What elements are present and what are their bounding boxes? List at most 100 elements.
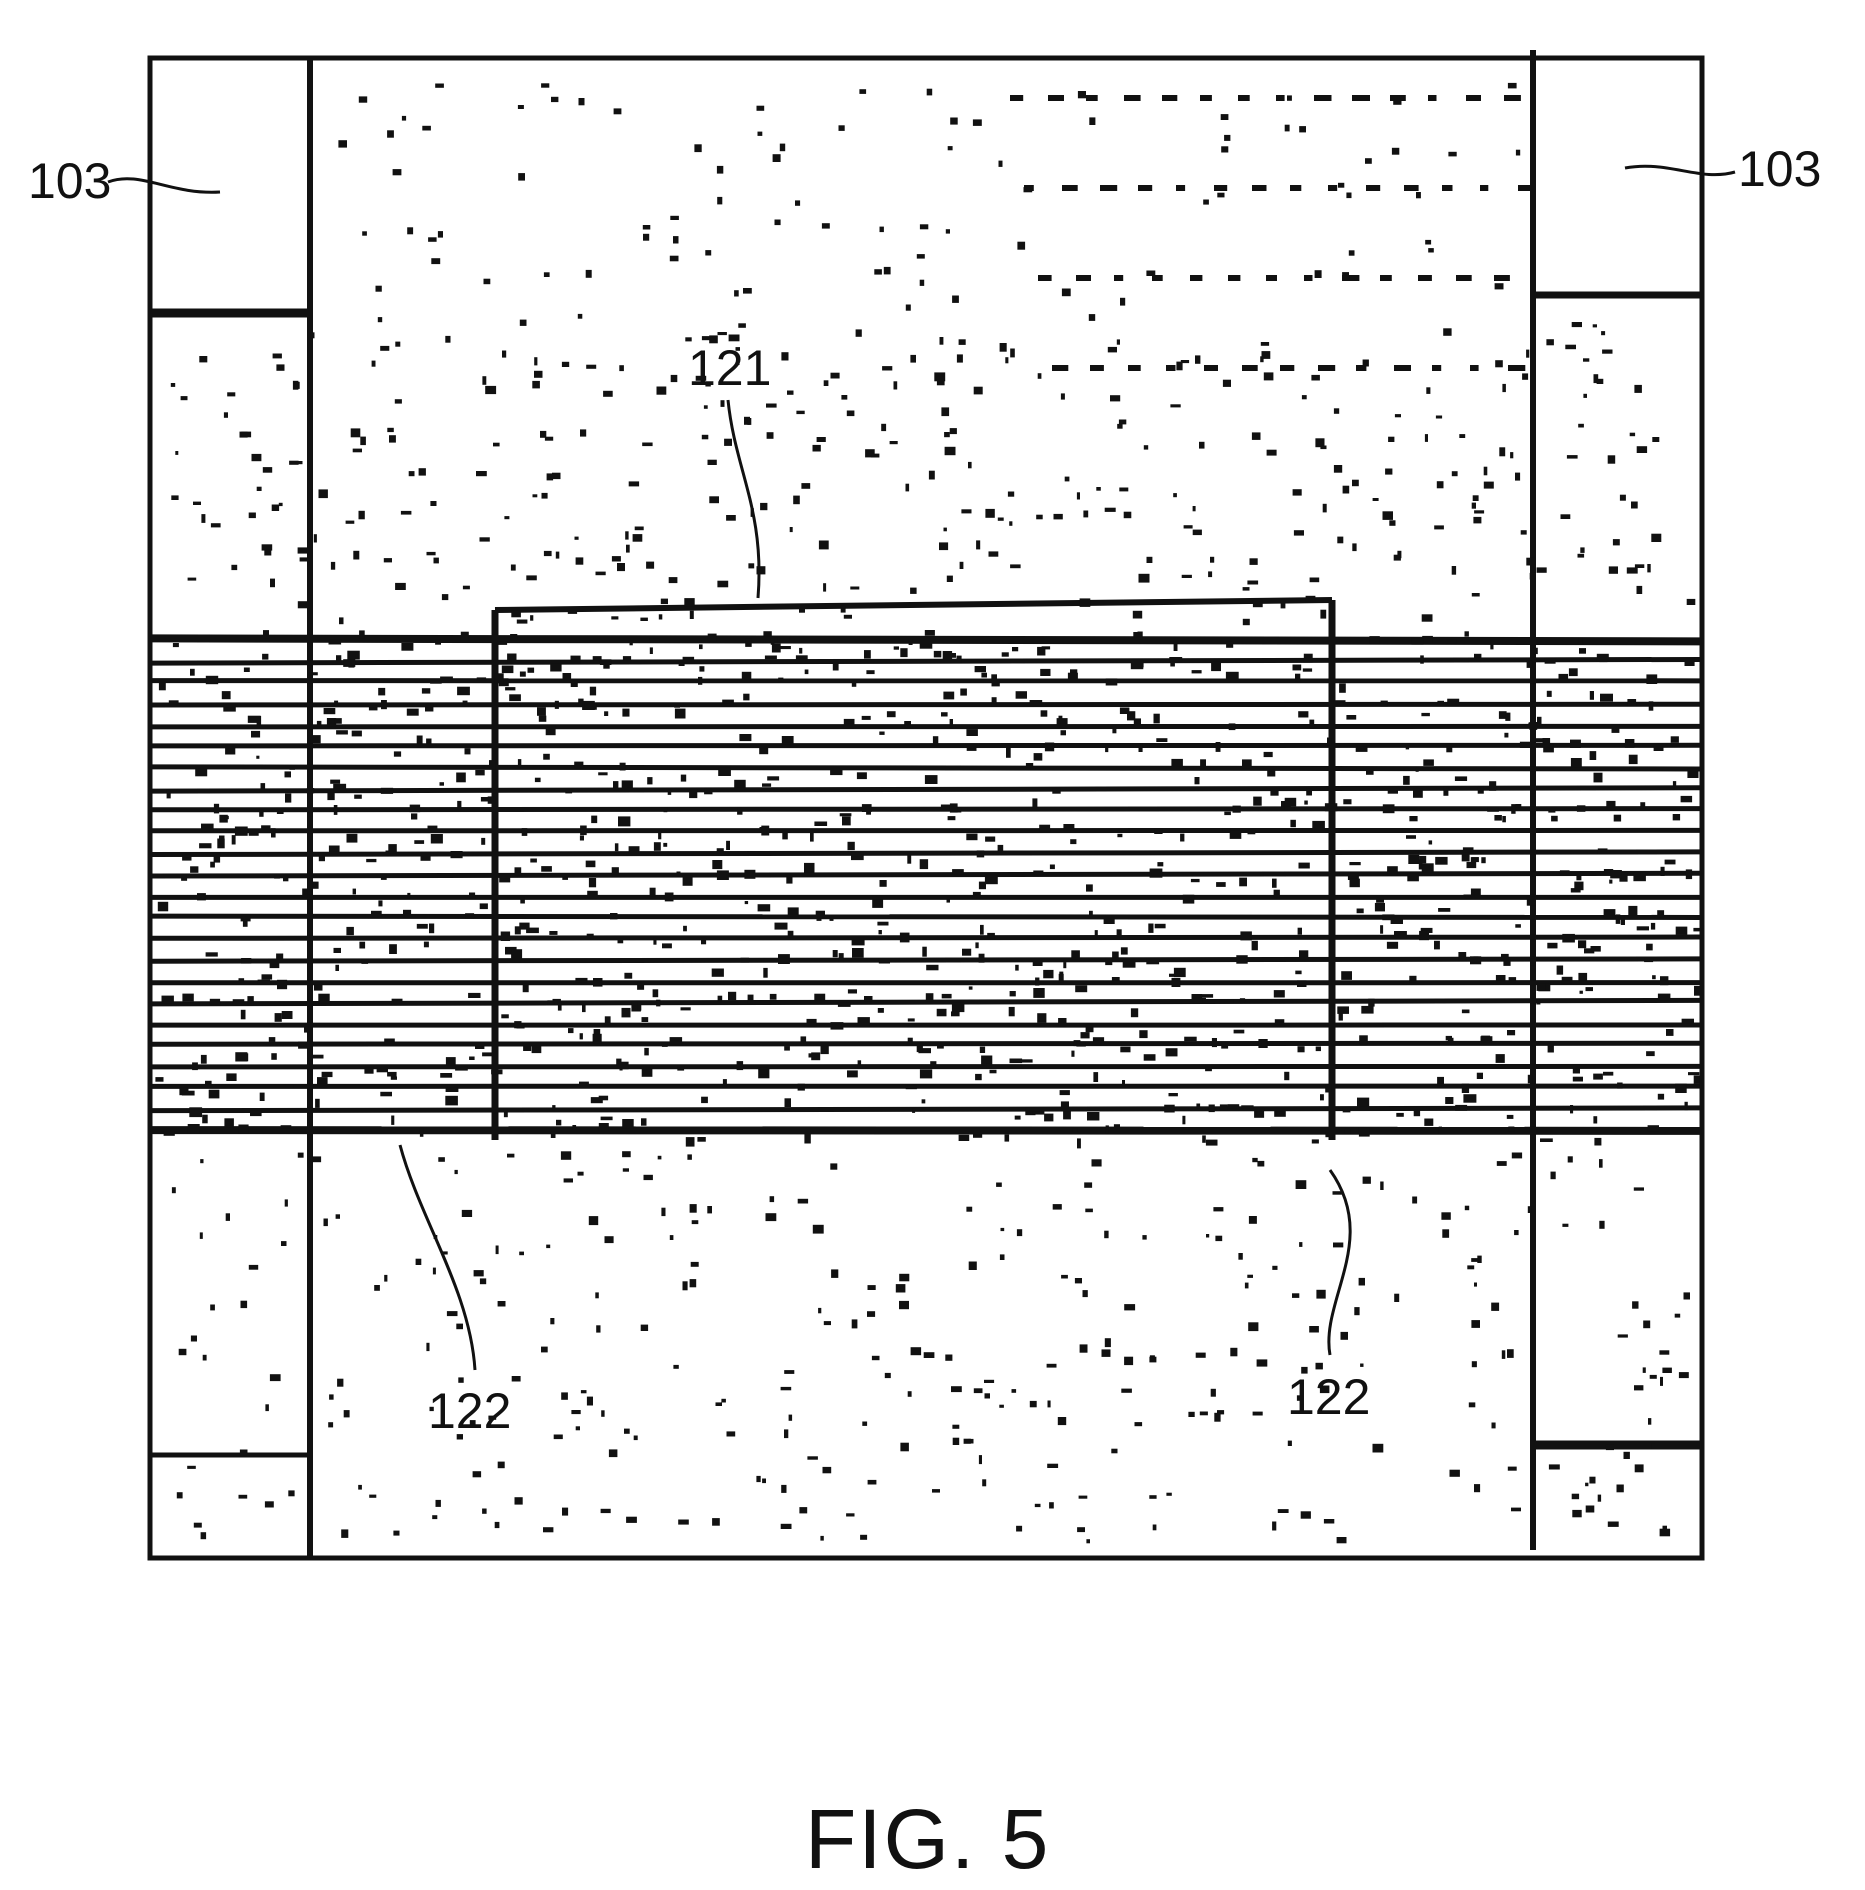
field-mark (393, 1530, 400, 1536)
field-mark (1077, 1527, 1085, 1533)
field-mark (257, 979, 270, 985)
field-mark (1221, 1045, 1229, 1049)
field-mark (389, 944, 397, 954)
field-mark (401, 643, 414, 651)
field-mark (376, 1068, 388, 1073)
field-mark (1029, 700, 1043, 704)
field-mark (479, 903, 488, 910)
field-mark (562, 673, 572, 680)
field-mark (948, 653, 956, 658)
field-mark (756, 105, 765, 111)
field-mark (1515, 472, 1521, 481)
field-mark (1393, 98, 1402, 105)
field-mark (427, 825, 438, 830)
field-mark (784, 1098, 791, 1107)
field-mark (1247, 829, 1256, 835)
field-mark (510, 634, 518, 641)
field-mark (643, 1174, 653, 1181)
field-mark (838, 953, 844, 963)
field-mark (709, 335, 718, 344)
field-mark (682, 1281, 688, 1291)
field-mark (799, 1507, 808, 1514)
field-mark (847, 841, 855, 851)
field-mark (707, 633, 717, 642)
field-mark (1592, 324, 1597, 328)
field-mark (541, 866, 552, 872)
field-mark (1052, 365, 1069, 371)
field-mark (851, 852, 864, 861)
field-mark (910, 1347, 922, 1356)
field-mark (1341, 971, 1352, 980)
field-mark (908, 639, 913, 645)
field-mark (1660, 866, 1665, 876)
field-mark (276, 811, 284, 814)
field-mark (435, 1499, 441, 1507)
field-mark (456, 772, 466, 783)
field-mark (691, 1220, 699, 1225)
field-mark (1273, 889, 1280, 898)
field-mark (1419, 930, 1429, 941)
field-mark (613, 781, 619, 791)
field-mark (1119, 487, 1129, 492)
field-mark (481, 837, 486, 845)
field-mark (223, 702, 236, 712)
field-mark (919, 1069, 933, 1079)
field-mark (197, 893, 206, 901)
field-mark (1229, 830, 1242, 839)
field-mark (1428, 248, 1434, 253)
field-mark (924, 630, 935, 636)
field-mark (593, 1029, 601, 1035)
field-mark (1438, 1126, 1442, 1135)
field-mark (1138, 573, 1150, 583)
field-mark (687, 1154, 692, 1160)
field-mark (457, 686, 470, 696)
field-mark (1508, 977, 1517, 983)
field-mark (1339, 683, 1346, 693)
field-mark (855, 329, 862, 337)
field-mark (1504, 732, 1509, 738)
field-mark (1407, 873, 1419, 882)
field-mark (375, 285, 382, 292)
field-mark (1124, 1356, 1134, 1366)
field-mark (641, 1017, 649, 1022)
field-mark (190, 1335, 197, 1342)
field-mark (1501, 953, 1509, 961)
field-mark (1046, 1363, 1057, 1368)
field-mark (1217, 1410, 1225, 1415)
field-mark (622, 1151, 631, 1158)
field-mark (899, 1300, 909, 1310)
field-mark (1372, 1443, 1384, 1453)
field-mark (945, 1354, 953, 1361)
field-mark (1428, 95, 1437, 101)
field-mark (1037, 646, 1046, 656)
field-mark (1470, 888, 1481, 898)
field-mark (1362, 359, 1369, 367)
field-mark (619, 762, 626, 771)
field-mark (784, 1046, 790, 1051)
field-mark (1437, 700, 1444, 706)
field-mark (1025, 1107, 1036, 1116)
field-mark (428, 237, 437, 242)
field-mark (951, 1011, 960, 1017)
field-mark (642, 225, 651, 230)
field-mark (543, 272, 550, 277)
field-mark (523, 1042, 532, 1051)
field-mark (579, 1081, 589, 1086)
field-mark (1063, 824, 1075, 831)
field-mark (1230, 1347, 1238, 1357)
field-mark (407, 227, 414, 235)
field-mark (1104, 1230, 1109, 1239)
field-mark (996, 1182, 1002, 1187)
field-mark (919, 279, 925, 286)
field-mark (1036, 514, 1043, 520)
field-mark (1182, 894, 1195, 904)
field-mark (1633, 1187, 1644, 1191)
field-mark (199, 356, 208, 363)
field-mark (716, 870, 729, 880)
field-mark (469, 1056, 475, 1060)
field-mark (445, 1095, 458, 1106)
field-mark (966, 744, 977, 751)
field-mark (1529, 572, 1536, 580)
field-mark (1559, 870, 1570, 874)
field-mark (883, 266, 891, 275)
